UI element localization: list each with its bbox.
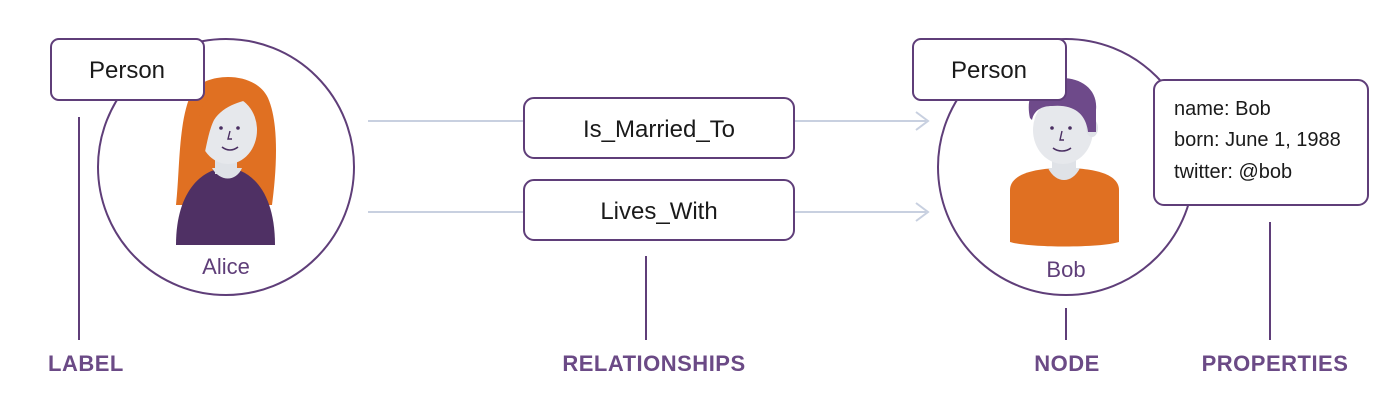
caption-relationships: RELATIONSHIPS — [562, 351, 745, 376]
caption-pointers — [78, 117, 1271, 340]
label-text-alice: Person — [89, 57, 165, 84]
caption-node: NODE — [1034, 351, 1100, 376]
arrowhead-married-icon — [915, 111, 930, 131]
property-name: name: Bob — [1174, 98, 1271, 120]
label-text-bob: Person — [951, 57, 1027, 84]
node-alice: Alice — [97, 38, 355, 296]
property-twitter: twitter: @bob — [1174, 161, 1292, 183]
relationship-text-married: Is_Married_To — [583, 116, 735, 143]
label-box-bob: Person — [912, 38, 1067, 101]
relationship-box-lives: Lives_With — [523, 179, 795, 241]
relationship-box-married: Is_Married_To — [523, 97, 795, 159]
alice-avatar-icon — [176, 76, 276, 245]
arrowhead-lives-icon — [915, 202, 930, 222]
node-name-alice: Alice — [202, 254, 250, 279]
properties-box-bob: name: Bob born: June 1, 1988 twitter: @b… — [1153, 79, 1369, 206]
relationship-text-lives: Lives_With — [600, 198, 717, 225]
property-born: born: June 1, 1988 — [1174, 129, 1341, 151]
caption-properties: PROPERTIES — [1202, 351, 1349, 376]
label-box-alice: Person — [50, 38, 205, 101]
caption-label: LABEL — [48, 351, 124, 376]
node-name-bob: Bob — [1046, 257, 1085, 282]
